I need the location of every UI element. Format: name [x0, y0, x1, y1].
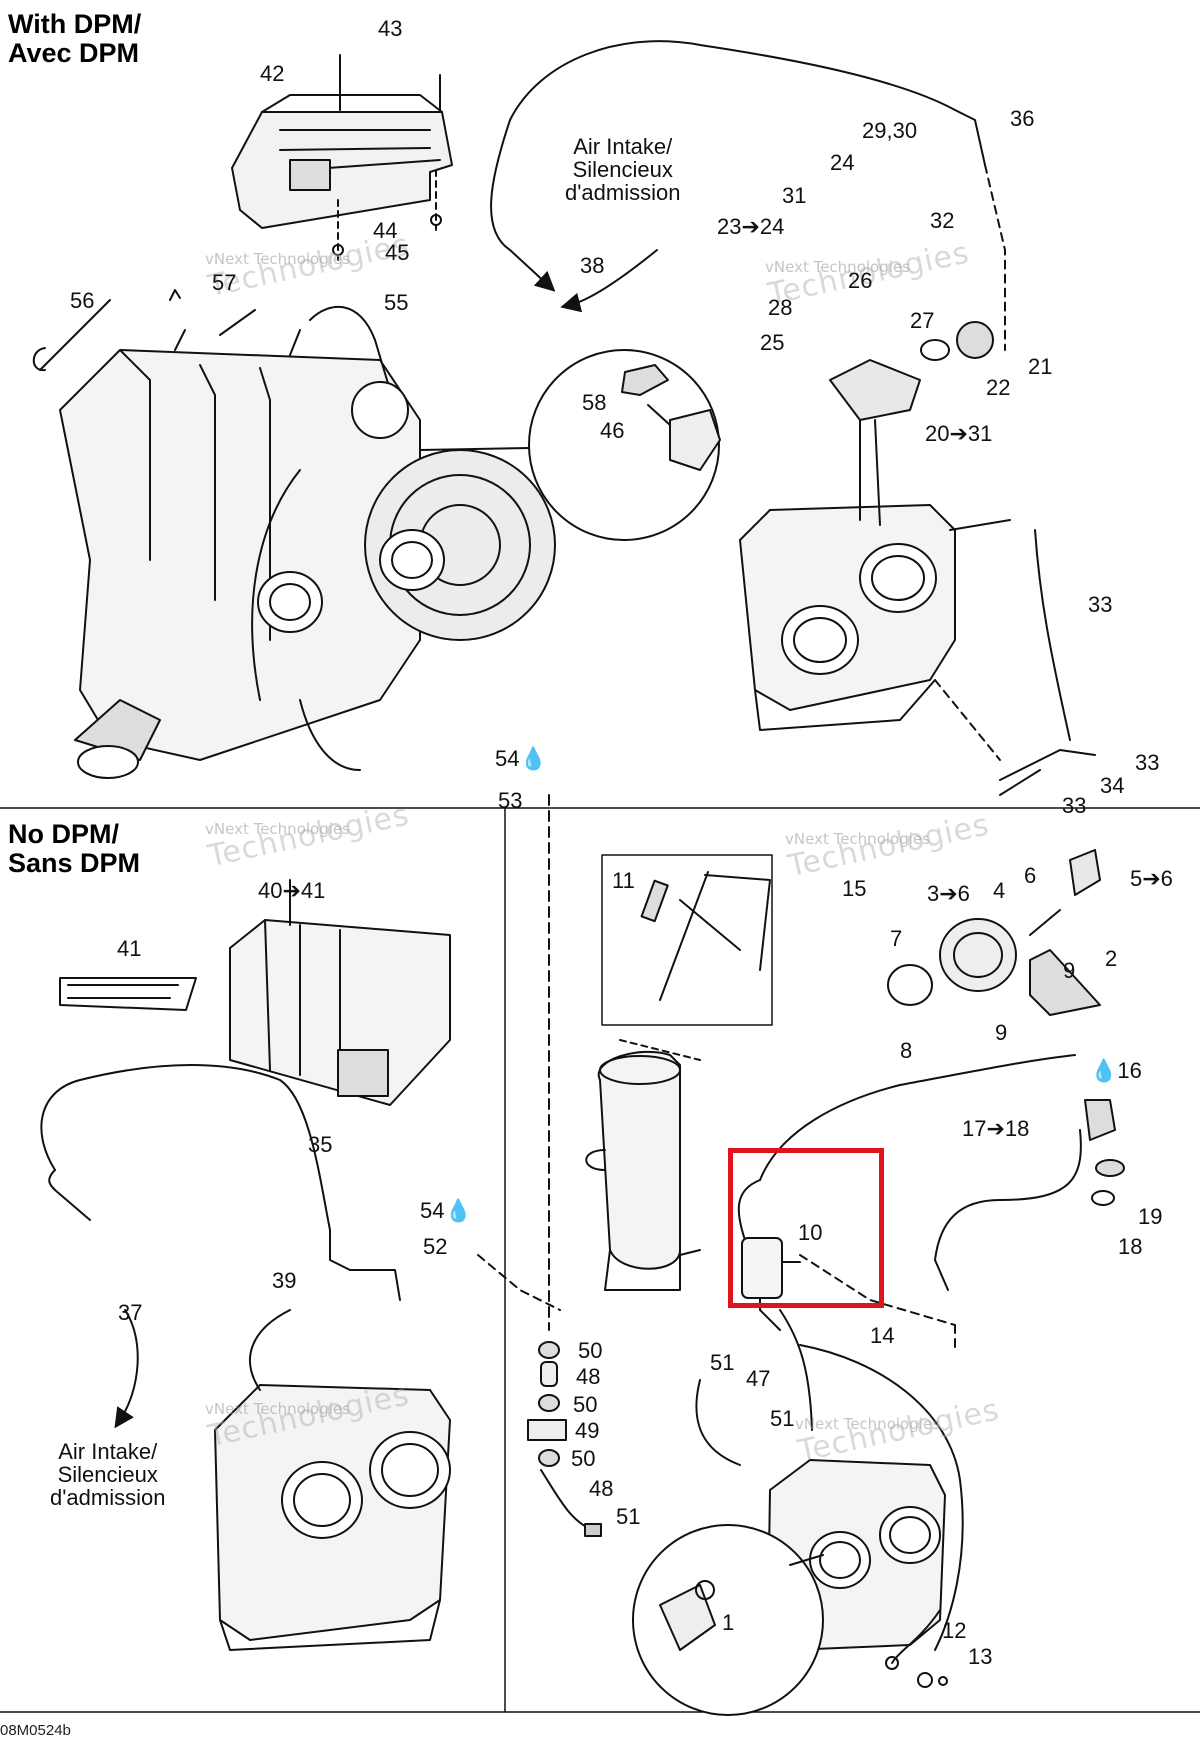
callout-12: 12: [942, 1618, 967, 1643]
callout-40-41: 40➔41: [258, 878, 326, 903]
callout-20-31: 20➔31: [925, 421, 993, 446]
callout-14: 14: [870, 1323, 895, 1348]
callout-15: 15: [842, 876, 867, 901]
callout-24: 24: [830, 150, 855, 175]
drawing-code: 08M0524b: [0, 1722, 71, 1739]
callout-4: 4: [993, 878, 1006, 903]
oil-drop-icon: 💧: [1090, 1058, 1118, 1083]
callout-2: 2: [1105, 946, 1118, 971]
callout-3-6: 3➔6: [927, 881, 970, 906]
callout-50-c: 50: [571, 1446, 596, 1471]
callout-7: 7: [890, 926, 903, 951]
callout-51-b: 51: [710, 1350, 735, 1375]
callout-19: 19: [1138, 1204, 1163, 1229]
callout-46: 46: [600, 418, 625, 443]
callout-33-b: 33: [1135, 750, 1160, 775]
callout-41: 41: [117, 936, 142, 961]
throttle-body-no-dpm: [214, 1309, 451, 1651]
callout-55: 55: [384, 290, 409, 315]
callout-57: 57: [212, 270, 237, 295]
ecm-module-dpm: [231, 54, 453, 261]
callout-33-a: 33: [1088, 592, 1113, 617]
oil-drop-icon: 💧: [444, 1198, 472, 1223]
callout-37: 37: [118, 1300, 143, 1325]
callout-44: 44: [373, 218, 398, 243]
callout-32: 32: [930, 208, 955, 233]
callout-8: 8: [900, 1038, 913, 1063]
oil-pump-cluster: [887, 849, 1101, 1016]
callout-51-c: 51: [770, 1406, 795, 1431]
callout-58: 58: [582, 390, 607, 415]
callout-13: 13: [968, 1644, 993, 1669]
callout-48-a: 48: [576, 1364, 601, 1389]
callout-1: 1: [722, 1610, 735, 1635]
callout-42: 42: [260, 61, 285, 86]
callout-56: 56: [70, 288, 95, 313]
callout-36: 36: [1010, 106, 1035, 131]
callout-33-c: 33: [1062, 793, 1087, 818]
callout-16: 💧16: [1090, 1058, 1142, 1083]
callout-26: 26: [848, 268, 873, 293]
vpem-module: [59, 879, 451, 1106]
callout-54-b: 54💧: [420, 1198, 472, 1223]
callout-31: 31: [782, 183, 807, 208]
callout-18: 18: [1118, 1234, 1143, 1259]
section-title-no-dpm: No DPM/Sans DPM: [8, 819, 141, 878]
callout-45: 45: [385, 240, 410, 265]
callout-39: 39: [272, 1268, 297, 1293]
callout-34: 34: [1100, 773, 1125, 798]
section-title-with-dpm: With DPM/Avec DPM: [8, 9, 142, 68]
callout-38: 38: [580, 253, 605, 278]
callout-35: 35: [308, 1132, 333, 1157]
callout-54-a: 54💧: [495, 746, 547, 771]
callout-5-6: 5➔6: [1130, 866, 1173, 891]
callout-29-30: 29,30: [862, 118, 918, 143]
callout-51-a: 51: [616, 1504, 641, 1529]
callout-23-24: 23➔24: [717, 214, 785, 239]
callout-53: 53: [498, 788, 523, 813]
callout-27: 27: [910, 308, 935, 333]
callout-47: 47: [746, 1366, 771, 1391]
callout-52: 52: [423, 1234, 448, 1259]
oil-reservoir: [585, 1039, 701, 1291]
callout-28: 28: [768, 295, 793, 320]
callout-50-b: 50: [573, 1392, 598, 1417]
callout-10: 10: [798, 1220, 823, 1245]
callout-9-a: 9: [1063, 958, 1076, 983]
callout-50-a: 50: [578, 1338, 603, 1363]
callout-21: 21: [1028, 354, 1053, 379]
callout-6: 6: [1024, 863, 1037, 888]
fitting-stack: [527, 1341, 602, 1537]
callout-9-b: 9: [995, 1020, 1008, 1045]
callout-22: 22: [986, 375, 1011, 400]
highlight-part-10: [728, 1148, 884, 1308]
throttle-body-dpm: [739, 321, 1011, 731]
callout-43: 43: [378, 16, 403, 41]
callout-25: 25: [760, 330, 785, 355]
callout-17-18: 17➔18: [962, 1116, 1030, 1141]
callout-48-b: 48: [589, 1476, 614, 1501]
engine-block-dpm: [32, 289, 556, 779]
oil-drop-icon: 💧: [519, 746, 547, 771]
callout-11: 11: [612, 868, 635, 893]
callout-49: 49: [575, 1418, 600, 1443]
